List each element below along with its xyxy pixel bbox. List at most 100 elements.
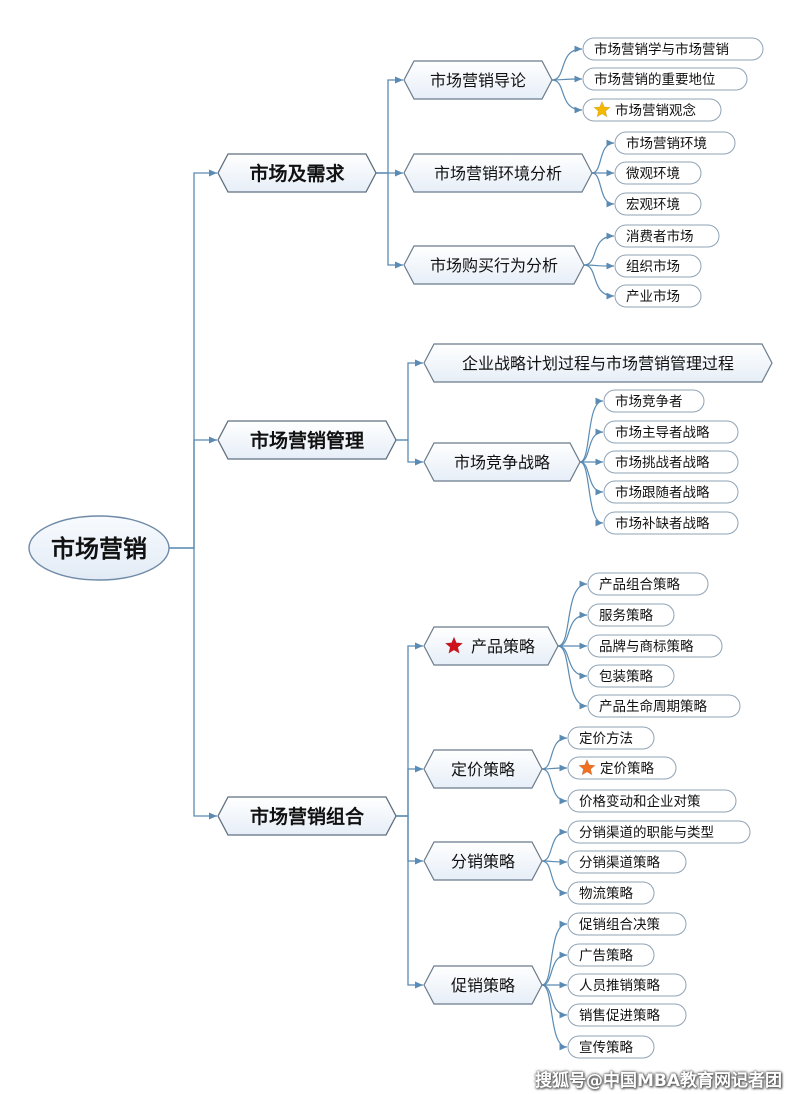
topic-label-3-1: 产品策略 bbox=[471, 637, 535, 656]
topic-node-2-2[interactable] bbox=[423, 442, 581, 482]
leaf-node-3-4-1[interactable] bbox=[567, 912, 687, 936]
branch-label-3: 市场营销组合 bbox=[250, 805, 365, 828]
leaf-node-3-1-5[interactable] bbox=[587, 694, 741, 718]
leaf-node-1-1-1[interactable] bbox=[582, 37, 764, 61]
leaf-node-3-3-2[interactable] bbox=[567, 850, 687, 874]
leaf-node-1-2-3[interactable] bbox=[614, 192, 702, 216]
leaf-node-3-2-3[interactable] bbox=[567, 789, 737, 813]
leaf-label-3-4-3: 人员推销策略 bbox=[579, 977, 660, 994]
leaf-label-2-2-2: 市场主导者战略 bbox=[615, 424, 710, 441]
topic-node-3-3[interactable] bbox=[423, 841, 543, 881]
link-topic-3-2-to-3 bbox=[541, 768, 568, 805]
topic-node-1-1[interactable] bbox=[403, 60, 553, 100]
topic-label-1-3: 市场购买行为分析 bbox=[430, 256, 558, 275]
link-branch-3-to-3 bbox=[396, 815, 423, 865]
leaf-label-3-3-1: 分销渠道的职能与类型 bbox=[579, 825, 714, 841]
link-topic-3-4-to-4 bbox=[541, 984, 568, 1019]
leaf-label-2-2-3: 市场挑战者战略 bbox=[615, 454, 710, 471]
leaf-node-3-4-3[interactable] bbox=[567, 973, 687, 997]
link-topic-3-4-to-5 bbox=[541, 984, 568, 1051]
leaf-node-2-2-2[interactable] bbox=[603, 420, 739, 444]
topic-node-3-2[interactable] bbox=[423, 749, 543, 789]
leaf-label-1-1-1: 市场营销学与市场营销 bbox=[594, 41, 729, 58]
leaf-node-3-3-3[interactable] bbox=[567, 881, 655, 905]
link-topic-1-3-to-1 bbox=[583, 232, 615, 266]
star-icon-3-2-2 bbox=[578, 758, 596, 776]
leaf-node-3-4-4[interactable] bbox=[567, 1003, 687, 1027]
link-topic-3-4-to-1 bbox=[541, 920, 568, 986]
leaf-label-3-4-5: 宣传策略 bbox=[579, 1039, 633, 1056]
topic-node-3-4[interactable] bbox=[423, 965, 543, 1005]
leaf-node-1-2-1[interactable] bbox=[614, 131, 736, 155]
link-topic-3-1-to-4 bbox=[557, 645, 588, 680]
branch-node-1[interactable] bbox=[217, 153, 377, 193]
topic-label-1-1: 市场营销导论 bbox=[430, 71, 526, 90]
link-topic-3-3-to-3 bbox=[541, 860, 568, 897]
link-topic-2-2-to-2 bbox=[579, 428, 604, 463]
link-branch-2-to-2 bbox=[396, 439, 423, 466]
leaf-node-2-2-1[interactable] bbox=[603, 389, 705, 413]
link-topic-3-4-to-2 bbox=[541, 951, 568, 986]
link-topic-3-3-to-1 bbox=[541, 828, 568, 862]
link-topic-1-1-to-1 bbox=[551, 45, 583, 81]
leaf-node-3-1-2[interactable] bbox=[587, 603, 675, 627]
leaf-label-1-3-3: 产业市场 bbox=[626, 288, 680, 305]
leaf-node-2-2-5[interactable] bbox=[603, 511, 739, 535]
leaf-node-3-2-2[interactable] bbox=[567, 756, 677, 780]
topic-node-1-2[interactable] bbox=[403, 153, 593, 193]
branch-node-2[interactable] bbox=[217, 420, 397, 460]
topic-label-1-2: 市场营销环境分析 bbox=[434, 164, 562, 183]
leaf-node-1-1-2[interactable] bbox=[582, 67, 748, 91]
root-label: 市场营销 bbox=[51, 535, 147, 563]
branch-label-1: 市场及需求 bbox=[249, 162, 345, 185]
leaf-node-1-3-2[interactable] bbox=[614, 254, 702, 278]
leaf-node-2-2-4[interactable] bbox=[603, 480, 739, 504]
link-branch-3-to-2 bbox=[396, 765, 423, 817]
topic-label-2-2: 市场竞争战略 bbox=[454, 453, 550, 472]
leaf-label-2-2-4: 市场跟随者战略 bbox=[615, 484, 710, 501]
leaf-node-1-2-2[interactable] bbox=[614, 161, 702, 185]
topic-label-3-3: 分销策略 bbox=[451, 852, 515, 871]
root-node[interactable] bbox=[28, 515, 170, 581]
leaf-label-3-4-4: 销售促进策略 bbox=[579, 1007, 660, 1024]
star-icon-3-1 bbox=[444, 636, 464, 654]
leaf-node-3-1-3[interactable] bbox=[587, 634, 723, 658]
leaf-label-1-1-2: 市场营销的重要地位 bbox=[594, 71, 716, 88]
topic-node-3-1[interactable] bbox=[423, 626, 559, 666]
leaf-node-1-3-3[interactable] bbox=[614, 284, 702, 308]
leaf-label-3-1-3: 品牌与商标策略 bbox=[599, 638, 694, 655]
link-topic-1-1-to-3 bbox=[551, 79, 583, 114]
leaf-label-3-1-1: 产品组合策略 bbox=[599, 576, 680, 593]
leaf-label-1-2-3: 宏观环境 bbox=[626, 197, 680, 213]
leaf-node-2-2-3[interactable] bbox=[603, 450, 739, 474]
leaf-label-1-2-2: 微观环境 bbox=[626, 166, 680, 182]
leaf-label-1-3-2: 组织市场 bbox=[626, 258, 680, 275]
leaf-label-1-2-1: 市场营销环境 bbox=[626, 135, 707, 152]
leaf-label-1-3-1: 消费者市场 bbox=[626, 228, 694, 245]
leaf-node-3-1-4[interactable] bbox=[587, 664, 675, 688]
link-topic-1-3-to-3 bbox=[583, 264, 615, 300]
branch-label-2: 市场营销管理 bbox=[250, 429, 364, 452]
leaf-node-1-1-3[interactable] bbox=[582, 98, 722, 122]
leaf-label-2-2-1: 市场竞争者 bbox=[615, 393, 683, 410]
leaf-label-1-1-3: 市场营销观念 bbox=[615, 102, 696, 119]
leaf-label-3-3-2: 分销渠道策略 bbox=[579, 854, 660, 871]
leaf-label-3-2-2: 定价策略 bbox=[600, 760, 654, 777]
link-branch-2-to-1 bbox=[396, 359, 423, 441]
leaf-label-3-4-1: 促销组合决策 bbox=[579, 916, 660, 933]
leaf-node-3-4-5[interactable] bbox=[567, 1035, 655, 1059]
leaf-node-1-3-1[interactable] bbox=[614, 224, 720, 248]
leaf-node-3-3-1[interactable] bbox=[567, 820, 751, 844]
link-branch-3-to-4 bbox=[396, 815, 423, 989]
link-topic-3-1-to-5 bbox=[557, 645, 588, 710]
branch-node-3[interactable] bbox=[217, 796, 397, 836]
topic-node-1-3[interactable] bbox=[403, 245, 585, 285]
topic-node-2-1[interactable] bbox=[423, 343, 773, 383]
leaf-node-3-4-2[interactable] bbox=[567, 943, 655, 967]
leaf-node-3-1-1[interactable] bbox=[587, 572, 709, 596]
leaf-label-3-1-5: 产品生命周期策略 bbox=[599, 698, 707, 715]
leaf-node-3-2-1[interactable] bbox=[567, 726, 655, 750]
link-branch-3-to-1 bbox=[396, 642, 423, 817]
link-topic-3-1-to-1 bbox=[557, 580, 588, 647]
